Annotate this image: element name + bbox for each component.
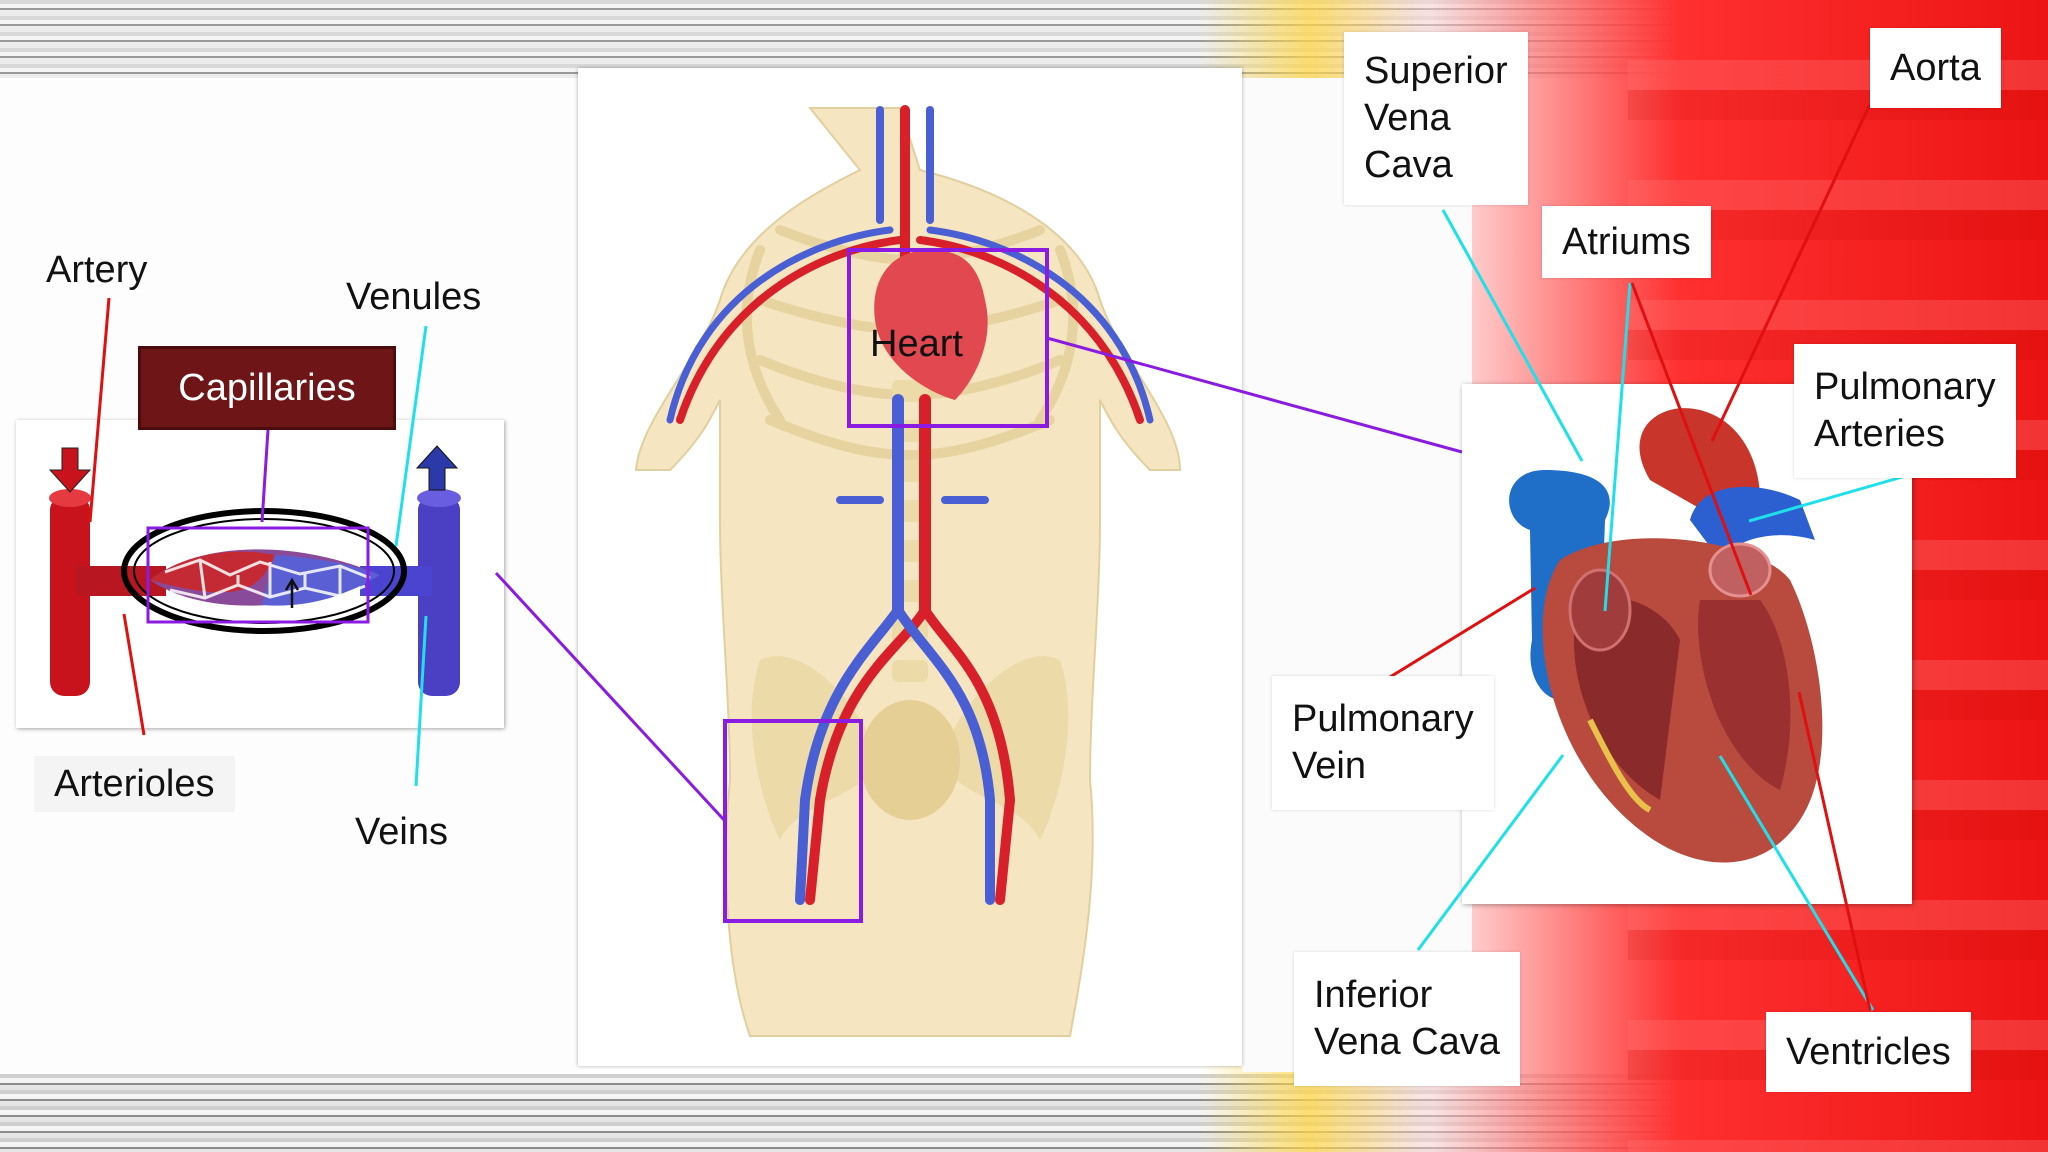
label-heart: Heart (870, 323, 963, 365)
label-atriums: Atriums (1542, 206, 1711, 278)
middle-panel (1242, 78, 1472, 1072)
body-illustration (634, 105, 1182, 1037)
label-superior-vena-cava-line1: Superior (1364, 50, 1508, 92)
label-pulmonary-vein-line1: Pulmonary (1292, 698, 1474, 740)
label-pulmonary-vein: Pulmonary Vein (1272, 676, 1494, 810)
label-inferior-vena-cava-line1: Inferior (1314, 974, 1433, 1016)
label-veins: Veins (355, 811, 448, 853)
label-inferior-vena-cava: Inferior Vena Cava (1294, 952, 1520, 1086)
label-pulmonary-arteries-line1: Pulmonary (1814, 366, 1996, 408)
label-artery: Artery (46, 249, 148, 291)
label-pulmonary-vein-line2: Vein (1292, 745, 1366, 787)
label-capillaries-text: Capillaries (178, 366, 356, 409)
label-superior-vena-cava-line3: Cava (1364, 144, 1453, 186)
label-superior-vena-cava-line2: Vena (1364, 97, 1451, 139)
label-pulmonary-arteries: Pulmonary Arteries (1794, 344, 2016, 478)
label-pulmonary-arteries-line2: Arteries (1814, 413, 1945, 455)
leader-lines (88, 103, 1917, 1011)
label-capillaries: Capillaries (138, 346, 396, 430)
label-superior-vena-cava: Superior Vena Cava (1344, 32, 1528, 205)
label-inferior-vena-cava-line2: Vena Cava (1314, 1021, 1500, 1063)
label-ventricles: Ventricles (1766, 1012, 1971, 1092)
vessel-illustration (48, 445, 461, 696)
label-aorta: Aorta (1870, 28, 2001, 108)
label-arterioles: Arterioles (34, 756, 235, 812)
heart-illustration (1509, 408, 1823, 863)
label-venules: Venules (346, 276, 482, 318)
